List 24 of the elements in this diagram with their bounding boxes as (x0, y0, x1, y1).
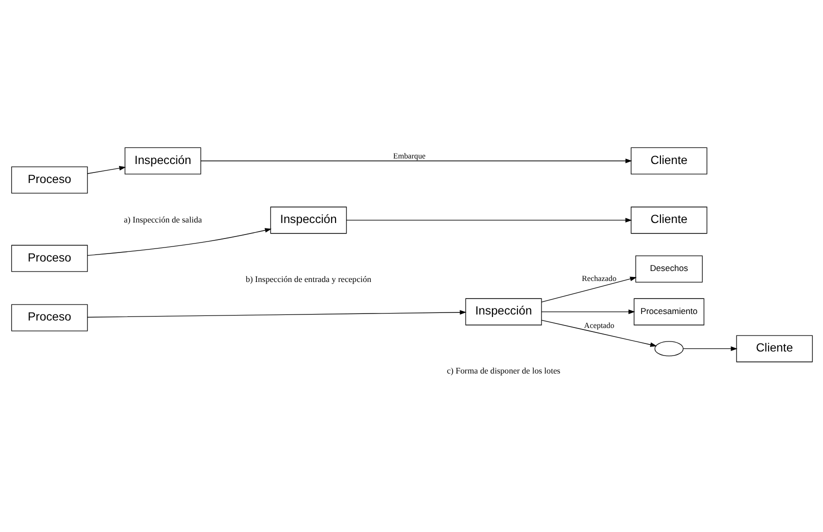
node-box: Cliente (630, 147, 707, 174)
node-box: Inspección (124, 147, 201, 174)
node-box: Proceso (10, 304, 88, 332)
label: c) Forma de disponer de los lotes (446, 365, 560, 376)
arrow (540, 276, 636, 302)
arrow (540, 310, 635, 314)
node-box: Cliente (736, 335, 812, 362)
node-box: Cliente (630, 206, 707, 234)
node-box: Proceso (10, 166, 88, 194)
node-box: Desechos (634, 255, 702, 282)
node-box: Procesamiento (633, 298, 704, 326)
label: b) Inspección de entrada y recepción (245, 274, 371, 284)
arrow (86, 310, 466, 318)
arrow (86, 228, 272, 256)
node-box: Proceso (10, 244, 88, 272)
node-box: Inspección (464, 298, 542, 326)
node-ellipse (654, 341, 684, 356)
arrow (86, 166, 126, 174)
arrow (540, 320, 656, 347)
node-box: Inspección (270, 206, 346, 234)
arrow (346, 218, 632, 222)
arrow (200, 158, 632, 164)
arrow (682, 346, 737, 352)
label: a) Inspección de salida (123, 214, 202, 224)
